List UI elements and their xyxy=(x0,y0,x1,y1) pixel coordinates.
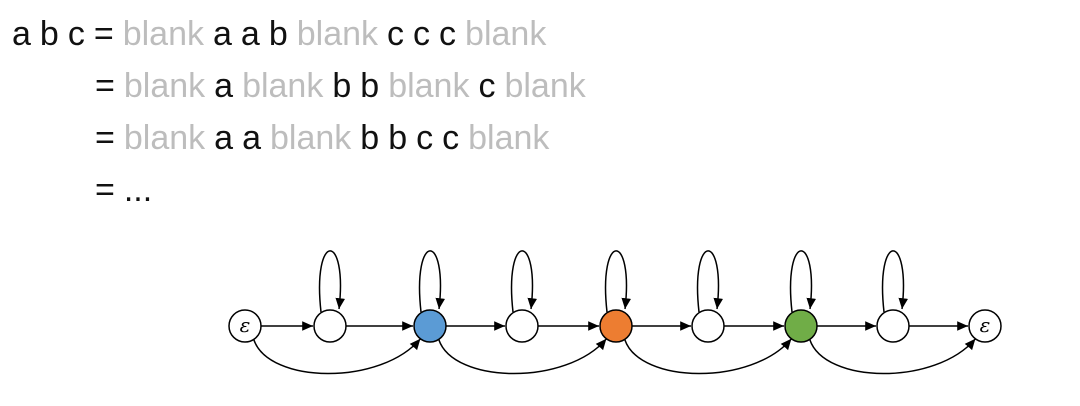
skip-transition-arrow xyxy=(438,338,607,375)
operator-token: = xyxy=(95,171,115,209)
state-node xyxy=(691,309,725,343)
blank-token: blank xyxy=(122,15,204,53)
skip-transition-arrow xyxy=(624,338,792,375)
highlighted-state-node xyxy=(784,309,818,343)
blank-token: blank xyxy=(504,67,586,105)
self-loop-arrow xyxy=(881,250,909,313)
symbol-token: b xyxy=(332,67,352,105)
blank-token: blank xyxy=(296,15,379,53)
symbol-token: c xyxy=(413,15,431,53)
symbol-token: b xyxy=(268,15,288,53)
blank-token: blank xyxy=(465,15,547,53)
symbol-token: a xyxy=(214,67,234,105)
self-loop-arrow xyxy=(696,250,724,313)
highlighted-state-node xyxy=(599,309,633,343)
symbol-token: c xyxy=(67,15,85,53)
highlighted-state-node xyxy=(413,309,447,343)
equation-line-4: =... xyxy=(95,170,161,210)
skip-transition-arrow xyxy=(253,338,421,375)
symbol-token: a xyxy=(212,15,232,53)
self-loop-arrow xyxy=(789,250,817,313)
self-loop-arrow xyxy=(318,250,346,313)
self-loop-arrow xyxy=(510,250,538,313)
symbol-token: b xyxy=(388,119,408,157)
blank-token: blank xyxy=(123,119,206,157)
symbol-token: b xyxy=(360,67,380,105)
operator-token: ... xyxy=(123,171,153,209)
symbol-token: b xyxy=(360,119,380,157)
state-node xyxy=(313,309,347,343)
self-loop-arrow xyxy=(418,250,446,313)
operator-token: = xyxy=(95,119,115,157)
symbol-token: a xyxy=(240,15,260,53)
state-node xyxy=(505,309,539,343)
symbol-token: a xyxy=(242,119,261,157)
operator-token: = xyxy=(95,67,115,105)
symbol-token: a xyxy=(214,119,234,157)
state-node xyxy=(876,309,910,343)
operator-token: = xyxy=(93,15,114,53)
symbol-token: c xyxy=(478,67,496,105)
skip-transition-arrow xyxy=(809,338,976,375)
blank-token: blank xyxy=(123,67,206,105)
symbol-token: c xyxy=(442,119,460,157)
symbol-token: c xyxy=(416,119,434,157)
blank-token: blank xyxy=(269,119,352,157)
symbol-token: b xyxy=(39,15,59,53)
blank-token: blank xyxy=(468,119,550,157)
epsilon-label: ε xyxy=(980,313,991,337)
symbol-token: c xyxy=(387,15,405,53)
epsilon-node xyxy=(968,309,1002,343)
symbol-token: c xyxy=(439,15,457,53)
symbol-token: a xyxy=(12,15,31,53)
blank-token: blank xyxy=(242,67,324,105)
epsilon-node xyxy=(228,309,262,343)
blank-token: blank xyxy=(388,67,470,105)
epsilon-label: ε xyxy=(240,313,251,337)
self-loop-arrow xyxy=(604,250,632,313)
